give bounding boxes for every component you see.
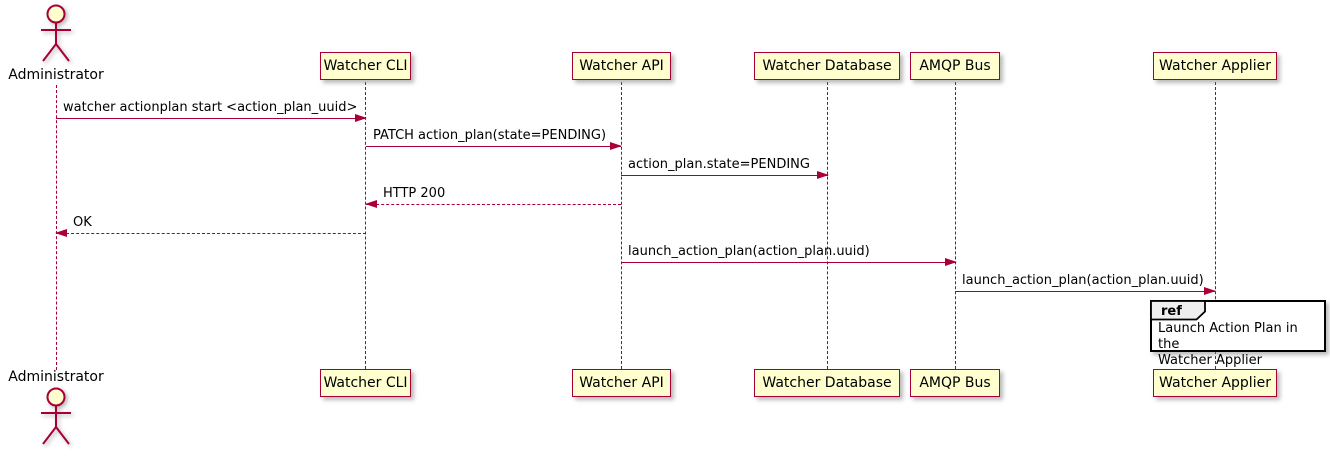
participant-watcher-applier-top: Watcher Applier xyxy=(1153,52,1277,80)
lifeline-watcher-applier xyxy=(1215,82,1216,369)
participant-watcher-api-bottom: Watcher API xyxy=(572,369,671,397)
participant-label: Watcher Applier xyxy=(1159,375,1271,391)
ref-text-line2: Watcher Applier xyxy=(1158,353,1262,368)
participant-label: Watcher API xyxy=(579,375,664,391)
message-label: HTTP 200 xyxy=(383,186,446,201)
participant-label: Watcher CLI xyxy=(323,58,408,74)
lifeline-administrator xyxy=(56,85,57,370)
message-line xyxy=(366,146,621,147)
participant-label: AMQP Bus xyxy=(919,375,991,391)
participant-watcher-api-top: Watcher API xyxy=(572,52,671,80)
lifeline-watcher-api xyxy=(621,82,622,369)
arrowhead-right-icon xyxy=(610,142,622,150)
participant-watcher-database-bottom: Watcher Database xyxy=(754,369,900,397)
ref-keyword: ref xyxy=(1161,304,1182,319)
arrowhead-left-icon xyxy=(365,200,377,208)
message-label: launch_action_plan(action_plan.uuid) xyxy=(962,273,1204,288)
actor-label: Administrator xyxy=(8,67,104,83)
participant-label: Watcher API xyxy=(579,58,664,74)
lifeline-amqp-bus xyxy=(955,82,956,369)
participant-watcher-cli-bottom: Watcher CLI xyxy=(320,369,411,397)
actor-label-bottom: Administrator xyxy=(8,369,104,385)
arrowhead-right-icon xyxy=(355,114,367,122)
participant-amqp-bus-top: AMQP Bus xyxy=(910,52,1000,80)
participant-watcher-applier-bottom: Watcher Applier xyxy=(1153,369,1277,397)
message-line xyxy=(366,204,621,205)
participant-label: Watcher Database xyxy=(762,58,892,74)
lifeline-watcher-cli xyxy=(365,82,366,369)
ref-fragment: ref Launch Action Plan in the Watcher Ap… xyxy=(1150,300,1326,368)
actor-icon-bottom xyxy=(41,387,71,445)
arrowhead-right-icon xyxy=(817,171,829,179)
message-line xyxy=(56,118,366,119)
participant-label: AMQP Bus xyxy=(919,58,991,74)
arrowhead-right-icon xyxy=(1204,287,1216,295)
message-line xyxy=(621,175,828,176)
message-line xyxy=(56,233,366,234)
ref-text: Launch Action Plan in the Watcher Applie… xyxy=(1158,321,1320,369)
message-line xyxy=(955,291,1215,292)
message-label: OK xyxy=(73,215,92,230)
participant-watcher-cli-top: Watcher CLI xyxy=(320,52,411,80)
participant-label: Watcher CLI xyxy=(323,375,408,391)
participant-amqp-bus-bottom: AMQP Bus xyxy=(910,369,1000,397)
arrowhead-right-icon xyxy=(945,258,957,266)
participant-label: Watcher Database xyxy=(762,375,892,391)
arrowhead-left-icon xyxy=(55,229,67,237)
ref-text-line1: Launch Action Plan in the xyxy=(1158,321,1298,352)
message-label: action_plan.state=PENDING xyxy=(628,157,810,172)
message-label: launch_action_plan(action_plan.uuid) xyxy=(628,244,870,259)
message-label: watcher actionplan start <action_plan_uu… xyxy=(63,100,358,115)
participant-watcher-database-top: Watcher Database xyxy=(754,52,900,80)
message-label: PATCH action_plan(state=PENDING) xyxy=(373,128,607,143)
message-line xyxy=(621,262,956,263)
participant-label: Watcher Applier xyxy=(1159,58,1271,74)
lifeline-watcher-database xyxy=(827,82,828,369)
actor-icon xyxy=(41,4,71,62)
ref-tab-icon xyxy=(1150,300,1206,321)
